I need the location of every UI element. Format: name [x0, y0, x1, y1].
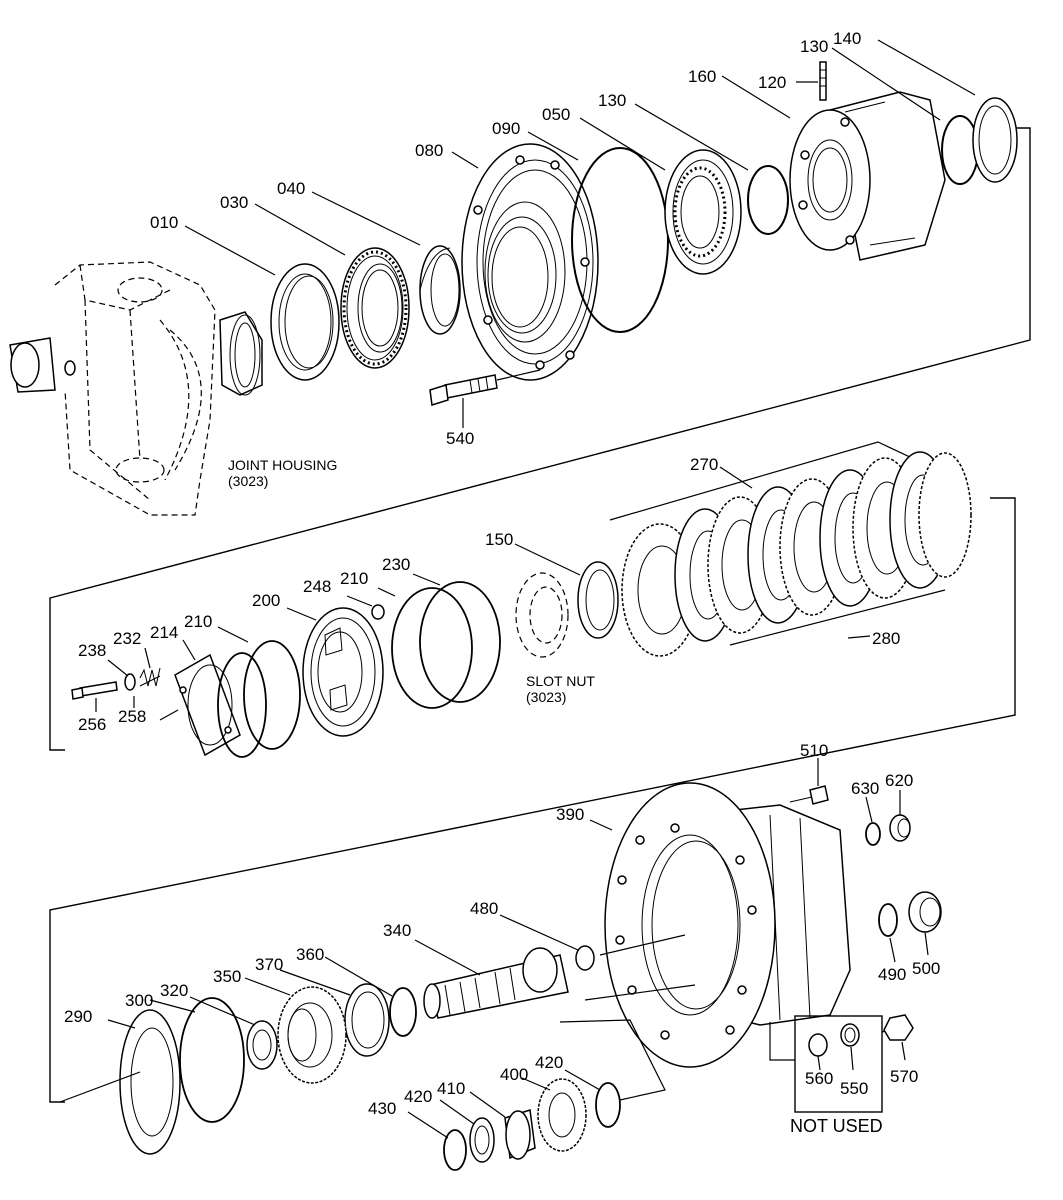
leaders-middle [95, 466, 871, 721]
label-080: 080 [415, 141, 443, 160]
label-120: 120 [758, 73, 786, 92]
part-210-rings [217, 640, 301, 758]
part-490-oring [878, 903, 898, 937]
label-570: 570 [890, 1067, 918, 1086]
part-130-140-rings [941, 97, 1018, 185]
label-160: 160 [688, 67, 716, 86]
label-090: 090 [492, 119, 520, 138]
part-160-carrier [789, 91, 946, 261]
label-510: 510 [800, 741, 828, 760]
part-340-shaft [423, 947, 569, 1019]
part-258-washer [124, 673, 136, 691]
note-joint-housing: JOINT HOUSING [228, 457, 337, 473]
part-232-spring [139, 667, 161, 687]
label-214: 214 [150, 623, 178, 642]
label-420-b: 420 [404, 1087, 432, 1106]
part-320-washer [246, 1020, 278, 1070]
label-210-a: 210 [340, 569, 368, 588]
label-230: 230 [382, 555, 410, 574]
label-258: 258 [118, 707, 146, 726]
label-270: 270 [690, 455, 718, 474]
part-390-housing [604, 782, 851, 1068]
label-040: 040 [277, 179, 305, 198]
part-010-seal [270, 263, 340, 381]
label-300: 300 [125, 991, 153, 1010]
part-130-snapring [747, 165, 789, 235]
label-248: 248 [303, 577, 331, 596]
label-256: 256 [78, 715, 106, 734]
label-400: 400 [500, 1065, 528, 1084]
label-560: 560 [805, 1069, 833, 1088]
part-090-oring [571, 147, 669, 333]
label-010: 010 [150, 213, 178, 232]
clutch-pack [609, 441, 972, 657]
label-050: 050 [542, 105, 570, 124]
label-540: 540 [446, 429, 474, 448]
label-290: 290 [64, 1007, 92, 1026]
part-080-hub [461, 143, 599, 381]
label-150: 150 [485, 530, 513, 549]
part-256-bolt [71, 681, 118, 700]
note-slot-nut-ref: (3023) [526, 689, 566, 705]
part-500-plug [908, 891, 942, 933]
part-620-plug [889, 814, 911, 842]
part-350-gear [277, 986, 347, 1084]
label-350: 350 [213, 967, 241, 986]
part-540-bolt [429, 374, 498, 406]
leaders-bottom [59, 758, 929, 1139]
label-320: 320 [160, 981, 188, 1000]
part-214-plate [174, 653, 241, 757]
planet-gear-set [443, 1078, 621, 1171]
part-510-bolt [789, 785, 829, 805]
part-248-screw [371, 604, 385, 620]
part-200-piston [302, 607, 384, 737]
label-490: 490 [878, 965, 906, 984]
label-410: 410 [437, 1079, 465, 1098]
part-370-ring [344, 983, 390, 1057]
label-500: 500 [912, 959, 940, 978]
section-frames [49, 127, 1031, 1103]
label-280: 280 [872, 629, 900, 648]
part-150-lockwasher [577, 561, 619, 639]
part-120-pin [819, 61, 827, 101]
not-used-group [769, 1014, 914, 1113]
label-238: 238 [78, 641, 106, 660]
label-550: 550 [840, 1079, 868, 1098]
joint-housing [9, 261, 263, 516]
label-232: 232 [113, 629, 141, 648]
label-210-b: 210 [184, 612, 212, 631]
label-620: 620 [885, 771, 913, 790]
label-130-b: 130 [800, 37, 828, 56]
label-390: 390 [556, 805, 584, 824]
label-130-a: 130 [598, 91, 626, 110]
part-290-washer [119, 1009, 181, 1155]
label-630: 630 [851, 779, 879, 798]
label-420-a: 420 [535, 1053, 563, 1072]
label-340: 340 [383, 921, 411, 940]
label-140: 140 [833, 29, 861, 48]
label-030: 030 [220, 193, 248, 212]
note-not-used: NOT USED [790, 1116, 883, 1136]
note-joint-housing-ref: (3023) [228, 473, 268, 489]
part-230-rings [391, 581, 501, 709]
label-370: 370 [255, 955, 283, 974]
part-030-bearing [340, 247, 410, 369]
note-slot-nut: SLOT NUT [526, 673, 595, 689]
label-480: 480 [470, 899, 498, 918]
label-360: 360 [296, 945, 324, 964]
part-480-washer [575, 945, 595, 971]
leaders-top [184, 39, 976, 428]
part-300-ring [179, 997, 245, 1123]
part-040-ring [419, 245, 461, 335]
label-200: 200 [252, 591, 280, 610]
label-430: 430 [368, 1099, 396, 1118]
slot-nut [515, 572, 569, 658]
part-360-ring [389, 987, 417, 1037]
part-050-bearing [664, 149, 742, 275]
part-labels: 010 030 040 080 090 050 130 160 120 130 … [64, 29, 940, 1136]
part-630-oring [865, 822, 881, 846]
